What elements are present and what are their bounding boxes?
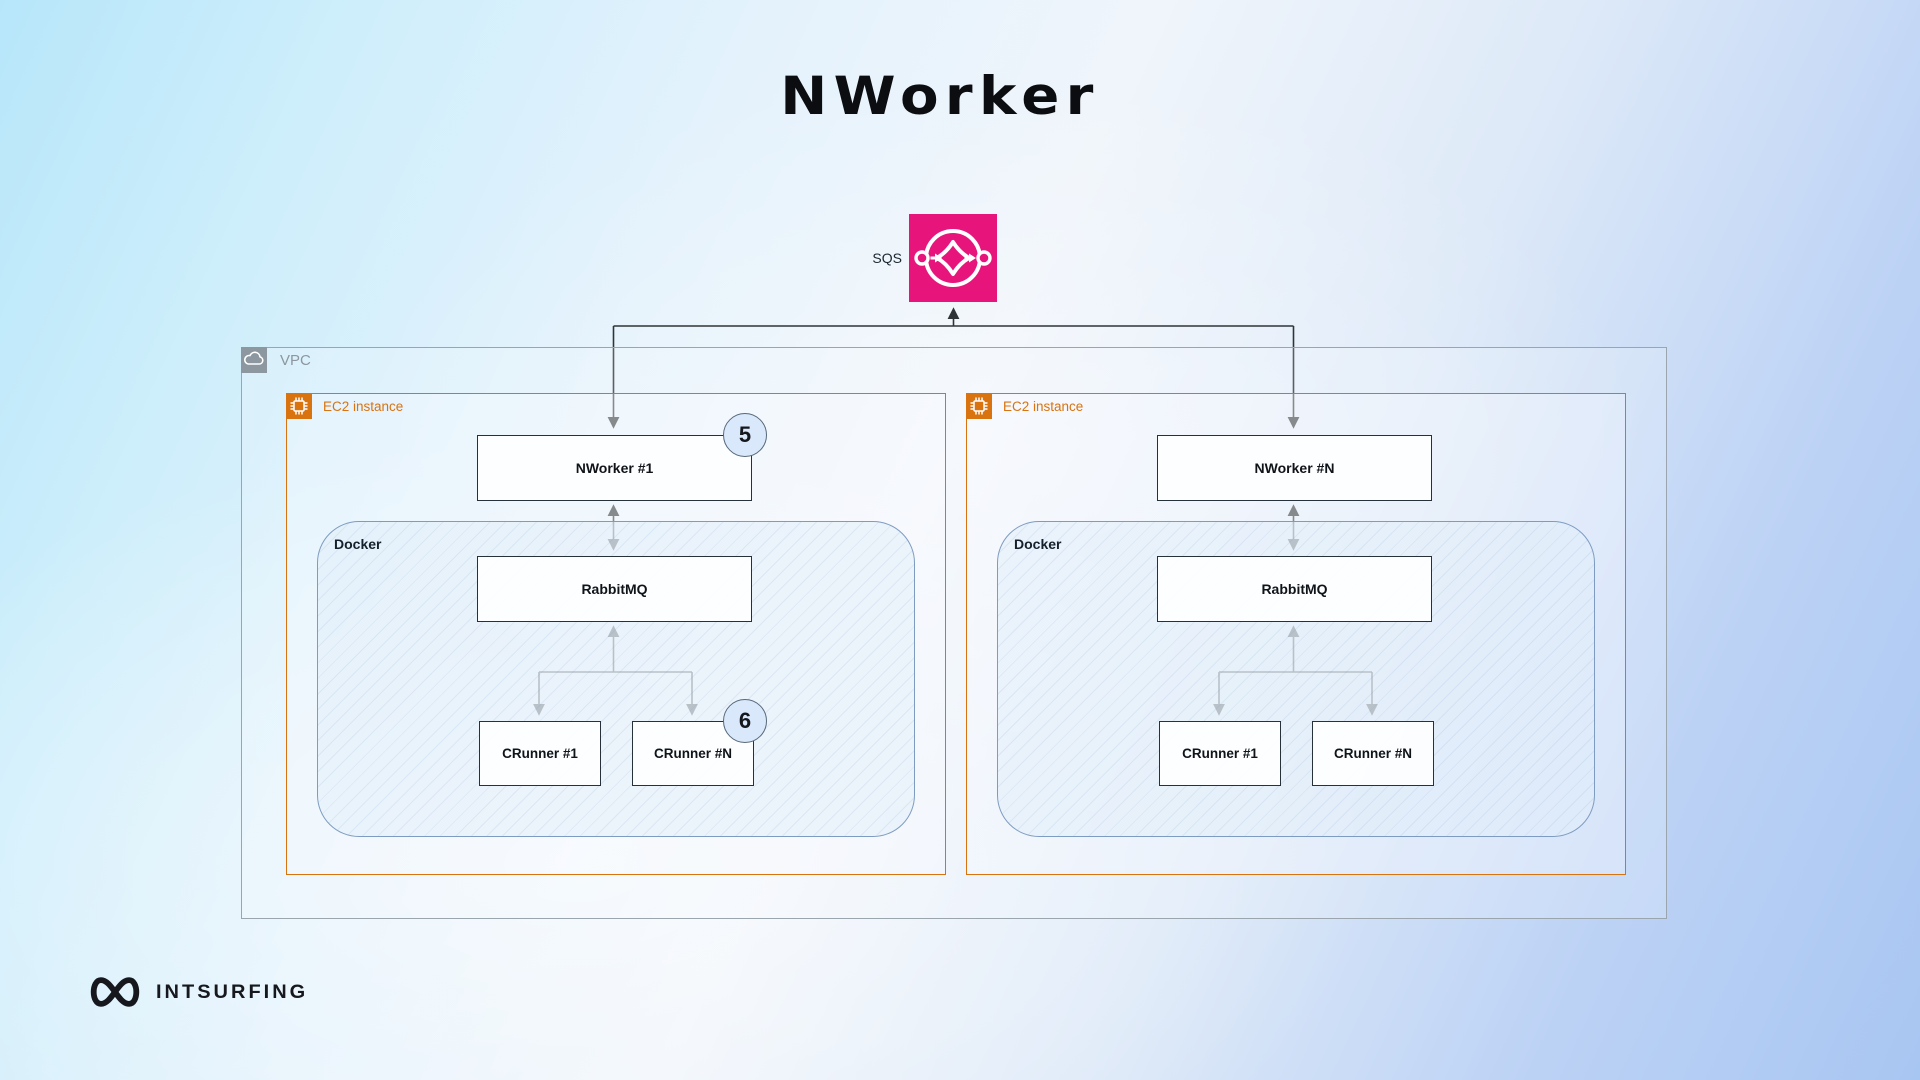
crunner-1-label: CRunner #1 <box>1182 746 1258 761</box>
sqs-icon <box>909 214 997 302</box>
rabbitmq-label: RabbitMQ <box>581 581 648 597</box>
crunner-n-label: CRunner #N <box>1333 746 1412 761</box>
step-badge-6: 6 <box>723 699 767 743</box>
ec2-instance-1: EC2 instance NWorker #1 5 Docker RabbitM… <box>286 393 946 875</box>
rabbitmq-node-1: RabbitMQ <box>477 556 752 622</box>
rabbitmq-label: RabbitMQ <box>1261 581 1328 597</box>
docker-label: Docker <box>334 536 382 552</box>
ec2-chip-icon <box>966 393 992 419</box>
ec2-instance-n: EC2 instance NWorker #N Docker RabbitMQ … <box>966 393 1626 875</box>
nworker-n-node: NWorker #N <box>1157 435 1432 501</box>
page-title: NWorker <box>780 66 1100 127</box>
nworker-n-label: NWorker #N <box>1254 460 1335 476</box>
vpc-label: VPC <box>280 352 311 369</box>
nworker-1-label: NWorker #1 <box>575 460 654 476</box>
ec2-label: EC2 instance <box>323 399 404 414</box>
ec2-chip-icon <box>286 393 312 419</box>
docker-label: Docker <box>1014 536 1062 552</box>
crunner-1-label: CRunner #1 <box>502 746 578 761</box>
logo-text: INTSURFING <box>156 980 309 1003</box>
rabbitmq-node-n: RabbitMQ <box>1157 556 1432 622</box>
crunner-n-node: CRunner #N <box>1312 721 1434 786</box>
ec2-label: EC2 instance <box>1003 399 1084 414</box>
crunner-n-label: CRunner #N <box>653 746 732 761</box>
nworker-1-node: NWorker #1 <box>477 435 752 501</box>
crunner-1-node: CRunner #1 <box>479 721 601 786</box>
vpc-cloud-icon <box>241 347 267 373</box>
crunner-1-node: CRunner #1 <box>1159 721 1281 786</box>
infinity-icon <box>90 977 140 1007</box>
sqs-label: SQS <box>872 250 902 266</box>
step-badge-5: 5 <box>723 413 767 457</box>
intsurfing-logo: INTSURFING <box>86 971 308 1013</box>
